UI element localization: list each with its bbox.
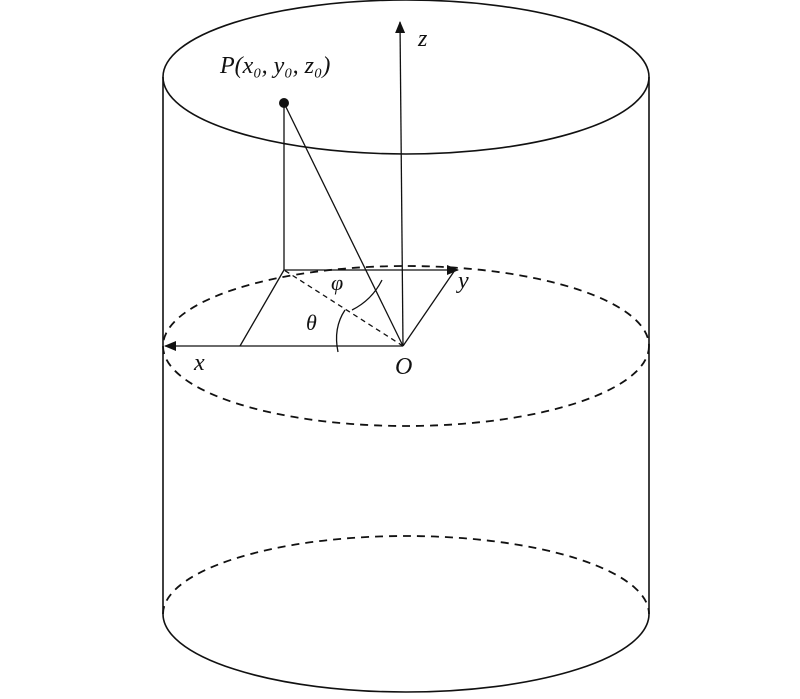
projection-dashed-line [283, 269, 404, 347]
z-axis-label: z [417, 26, 428, 52]
y-axis-arrow [402, 269, 456, 347]
angle-phi-label: φ [331, 270, 343, 295]
angle-phi-arc [351, 279, 383, 311]
cylinder-bottom-front-arc [162, 613, 650, 693]
x-axis-label: x [193, 350, 205, 376]
cylinder-middle-dashed-ellipse [162, 265, 650, 427]
angle-theta-arc [335, 309, 346, 353]
point-p-dot [279, 98, 289, 108]
point-p-label: P(x₀, y₀, z₀) [219, 53, 330, 79]
p-to-origin-line [283, 102, 404, 347]
origin-label: O [395, 354, 412, 380]
cylinder-bottom-back-dashed-arc [162, 535, 650, 615]
y-axis-label: y [456, 268, 469, 294]
z-axis-arrow [395, 21, 406, 347]
angle-theta-label: θ [306, 310, 317, 335]
projection-side-line [239, 269, 285, 347]
